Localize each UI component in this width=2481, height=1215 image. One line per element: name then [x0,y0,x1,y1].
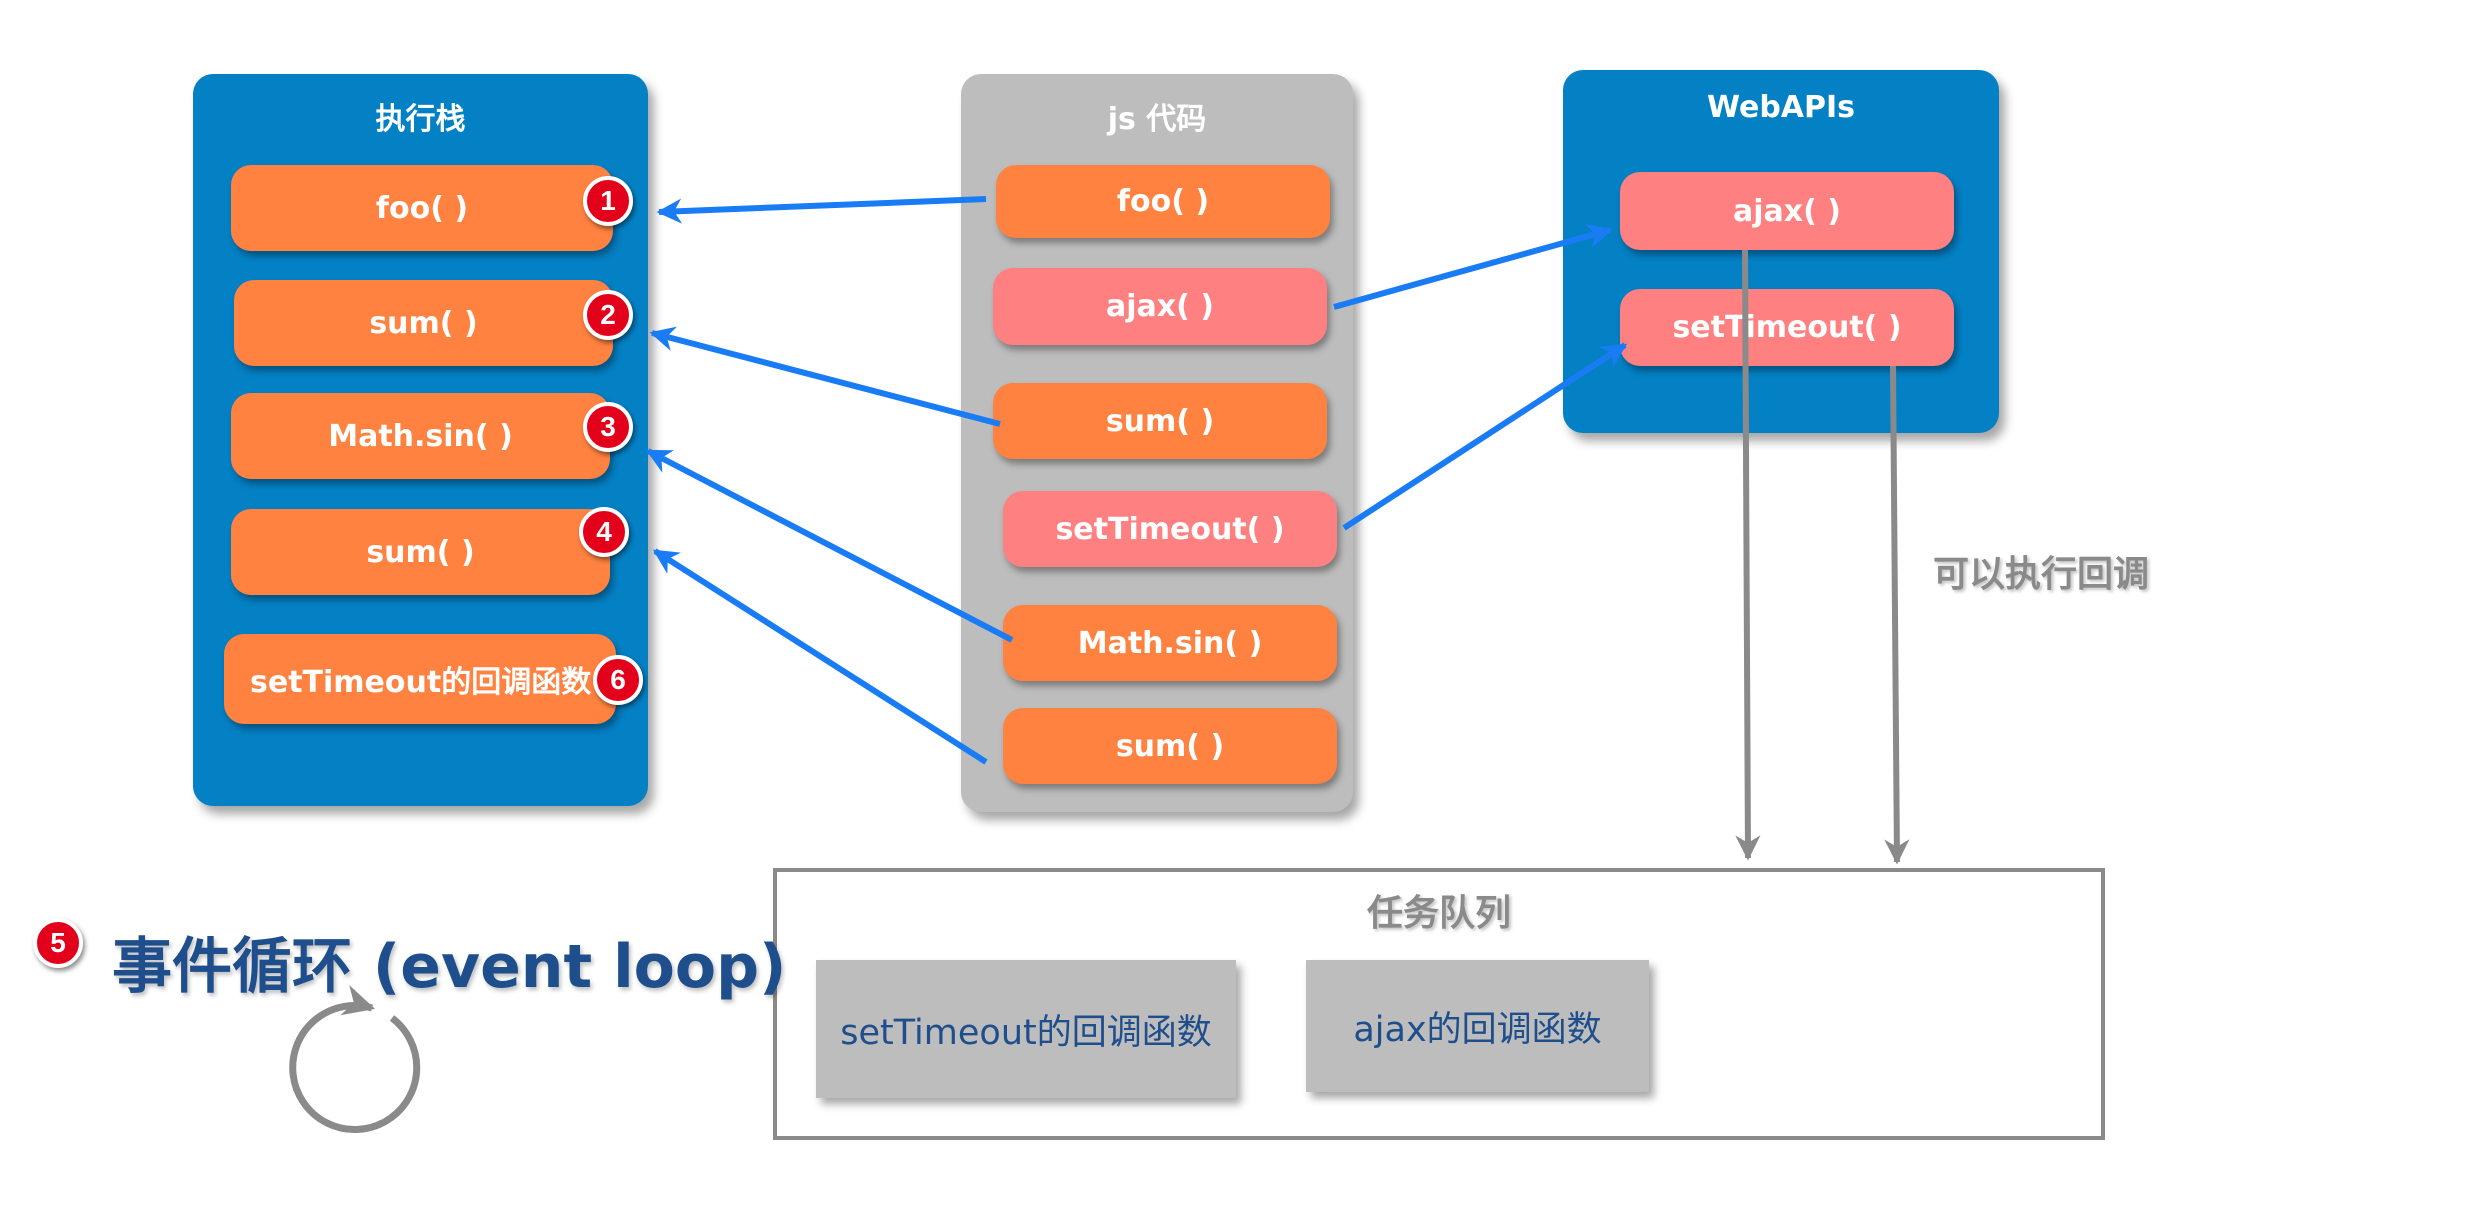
arrow-settimeout-to-queue [1884,365,1910,865]
queue-item-settimeout-callback: setTimeout的回调函数 [816,960,1236,1098]
execution-stack-title: 执行栈 [375,102,466,137]
step-badge-1: 1 [583,176,633,226]
code-item-settimeout: setTimeout( ) [1003,491,1337,567]
code-item-sum-2: sum( ) [1003,708,1337,784]
arrow-sum-2-to-stack [652,548,988,765]
webapi-item-settimeout: setTimeout( ) [1620,289,1954,366]
callback-executable-label: 可以执行回调 [1933,554,2150,595]
code-item-math-sin: Math.sin( ) [1003,605,1337,681]
webapis-panel: WebAPIs [1563,70,1999,433]
code-item-foo: foo( ) [996,165,1330,238]
step-badge-4: 4 [579,507,629,557]
task-queue-title: 任务队列 [1366,893,1511,934]
loop-icon [289,985,421,1133]
step-badge-2: 2 [583,290,633,340]
stack-item-foo: foo( ) [231,165,613,251]
webapi-item-ajax: ajax( ) [1620,172,1954,250]
arrow-ajax-to-queue [1735,249,1761,861]
webapis-title: WebAPIs [1706,90,1856,125]
arrow-ajax-to-webapis [1333,223,1613,310]
arrow-settimeout-to-webapis [1342,342,1628,531]
arrow-foo-to-stack [656,196,987,224]
arrow-sum-to-stack [649,326,1001,427]
stack-item-sum-2: sum( ) [231,509,610,595]
queue-item-ajax-callback: ajax的回调函数 [1306,960,1649,1092]
event-loop-label: 事件循环 (event loop) [112,932,787,1002]
stack-item-math-sin: Math.sin( ) [231,393,610,479]
step-badge-5: 5 [33,918,83,968]
js-code-title: js 代码 [1107,102,1207,137]
code-item-sum: sum( ) [993,383,1327,459]
step-badge-3: 3 [583,402,633,452]
arrow-math-sin-to-stack [645,448,1014,643]
code-item-ajax: ajax( ) [993,268,1327,345]
stack-item-sum: sum( ) [234,280,613,366]
step-badge-6: 6 [593,655,643,705]
stack-item-settimeout-callback: setTimeout的回调函数 [224,634,616,724]
